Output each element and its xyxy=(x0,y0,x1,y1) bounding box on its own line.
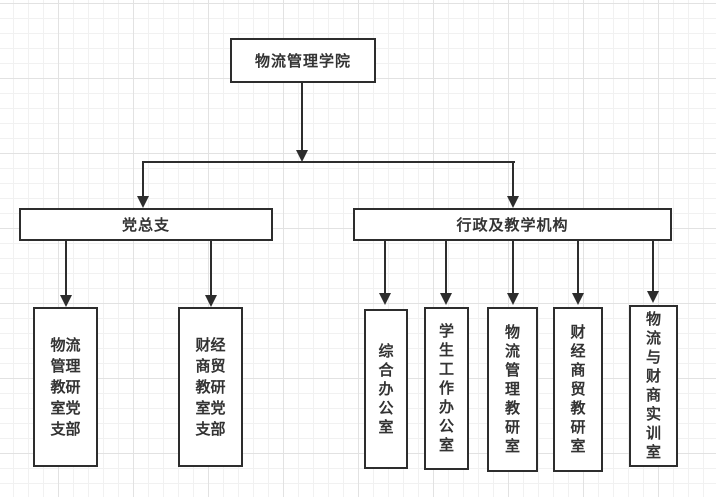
org-node-label: 财经商贸教研室 xyxy=(570,323,586,455)
arrowhead-root-to-bus xyxy=(296,150,308,162)
org-node-label: 行政及教学机构 xyxy=(456,216,569,234)
connector-admin-to-child-1 xyxy=(384,241,386,293)
connector-admin-to-child-4 xyxy=(577,241,579,293)
arrowhead-admin-to-child-1 xyxy=(379,293,391,305)
arrowhead-bus-to-party xyxy=(137,196,149,208)
connector-bus-to-admin xyxy=(512,161,514,196)
org-node-label: 综合办公室 xyxy=(378,341,394,436)
org-node-finance-trade-teaching-party-branch[interactable]: 财经商贸教研室党支部 xyxy=(178,307,243,467)
org-node-label: 学生工作办公室 xyxy=(438,322,454,454)
org-node-general-office[interactable]: 综合办公室 xyxy=(364,309,408,469)
org-node-college-root[interactable]: 物流管理学院 xyxy=(230,38,376,83)
org-node-student-affairs-office[interactable]: 学生工作办公室 xyxy=(424,307,469,470)
org-node-logistics-teaching-office[interactable]: 物流管理教研室 xyxy=(487,307,538,472)
connector-party-to-child-2 xyxy=(210,241,212,295)
arrowhead-bus-to-admin xyxy=(507,196,519,208)
connector-party-to-child-1 xyxy=(65,241,67,295)
org-node-admin-teaching-orgs[interactable]: 行政及教学机构 xyxy=(353,208,672,241)
org-node-finance-trade-teaching-office[interactable]: 财经商贸教研室 xyxy=(553,307,603,472)
org-node-party-general-branch[interactable]: 党总支 xyxy=(19,208,273,241)
arrowhead-admin-to-child-3 xyxy=(507,293,519,305)
org-node-logistics-teaching-party-branch[interactable]: 物流管理教研室党支部 xyxy=(33,307,98,467)
org-node-label: 财经商贸教研室党支部 xyxy=(195,335,226,438)
arrowhead-admin-to-child-5 xyxy=(647,291,659,303)
arrowhead-admin-to-child-4 xyxy=(572,293,584,305)
org-node-label: 物流管理学院 xyxy=(254,52,351,70)
connector-bus-line xyxy=(142,161,515,163)
org-node-label: 物流与财商实训室 xyxy=(645,310,661,461)
connector-admin-to-child-3 xyxy=(512,241,514,293)
arrowhead-party-to-child-2 xyxy=(205,295,217,307)
connector-admin-to-child-5 xyxy=(652,241,654,293)
arrowhead-admin-to-child-2 xyxy=(440,293,452,305)
org-node-label: 党总支 xyxy=(121,216,170,234)
org-node-label: 物流管理教研室 xyxy=(504,323,520,455)
org-node-logistics-finance-training-room[interactable]: 物流与财商实训室 xyxy=(629,305,678,467)
org-node-label: 物流管理教研室党支部 xyxy=(50,335,81,438)
connector-bus-to-party xyxy=(142,161,144,196)
connector-root-stem xyxy=(301,83,303,150)
arrowhead-party-to-child-1 xyxy=(60,295,72,307)
connector-admin-to-child-2 xyxy=(445,241,447,293)
